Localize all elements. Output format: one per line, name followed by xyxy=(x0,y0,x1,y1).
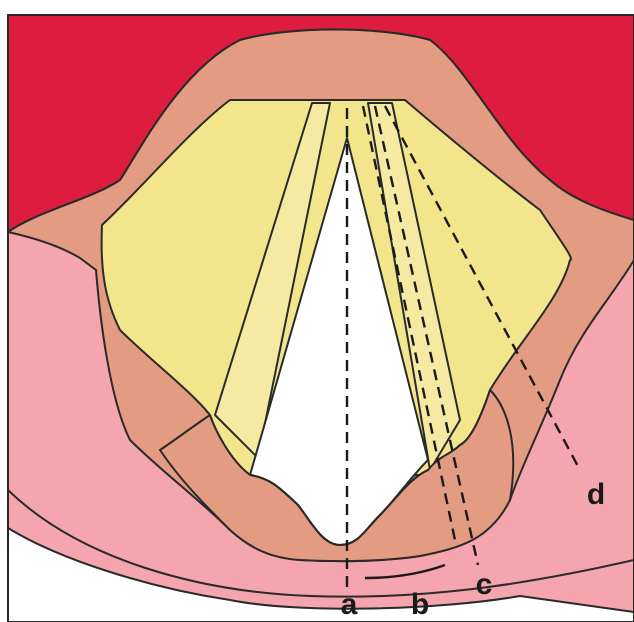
label-d: d xyxy=(587,478,605,511)
label-a: a xyxy=(341,588,358,621)
label-c: c xyxy=(476,568,493,601)
label-b: b xyxy=(411,588,429,621)
